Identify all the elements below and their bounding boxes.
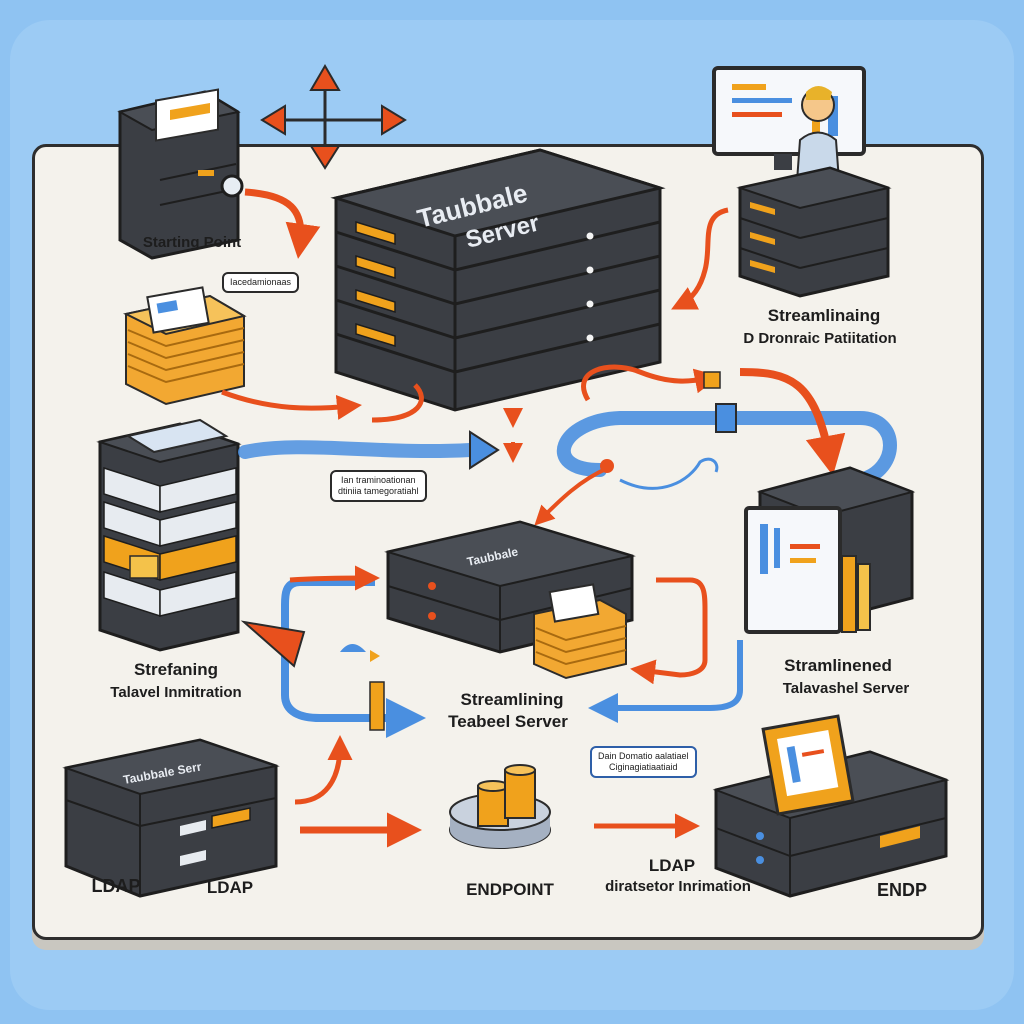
label-ldap-right: LDAP [648,856,696,875]
document-stack-left [123,286,247,406]
label-telavel-inmitration: Talavel Inmitration [110,684,242,701]
right-server-with-monitor [744,466,916,634]
label-directory-information: diratsetor Inrimation [605,878,751,895]
label-streamlined-right: Stramlinened [784,656,892,675]
label-ldap-1: LDAP [91,876,141,896]
label-streamlining-top: Streamlinaing [767,306,881,325]
label-dynamic-partition: D Dronraic Patiitation [743,330,897,347]
center-document-stack [533,583,627,680]
label-ldap-2: LDAP [206,878,254,897]
monitor-workstation [712,66,866,170]
label-streamlining-center: Streamlining [460,690,564,709]
left-storage-tower [96,418,242,652]
speech-bubble-center-left: Ian traminoationan dtiniia tamegoratiahl [330,470,427,502]
four-way-arrow-icon [260,64,407,170]
endpoint-server [712,714,950,898]
label-teabeel-server: Teabeel Server [448,712,568,731]
label-endp: ENDP [876,880,928,900]
label-strefaning: Strefaning [133,660,219,679]
label-talavashel-server: Talavashel Server [782,680,910,697]
starting-point-server [117,88,244,260]
endpoint-coin-stack [449,764,551,849]
label-endpoint: ENDPOINT [466,880,554,899]
label-starting-point: Starting Point [142,234,242,251]
speech-bubble-bottom-center: Dain Domatio aalatiael Ciginagiatiaatiai… [590,746,697,778]
main-server-stack: Taubbale Server [330,148,666,412]
streamlining-server [736,166,892,298]
ldap-server: Taubbale Serr [62,738,280,898]
speech-bubble-top-left: Iacedamionaas [222,272,300,293]
